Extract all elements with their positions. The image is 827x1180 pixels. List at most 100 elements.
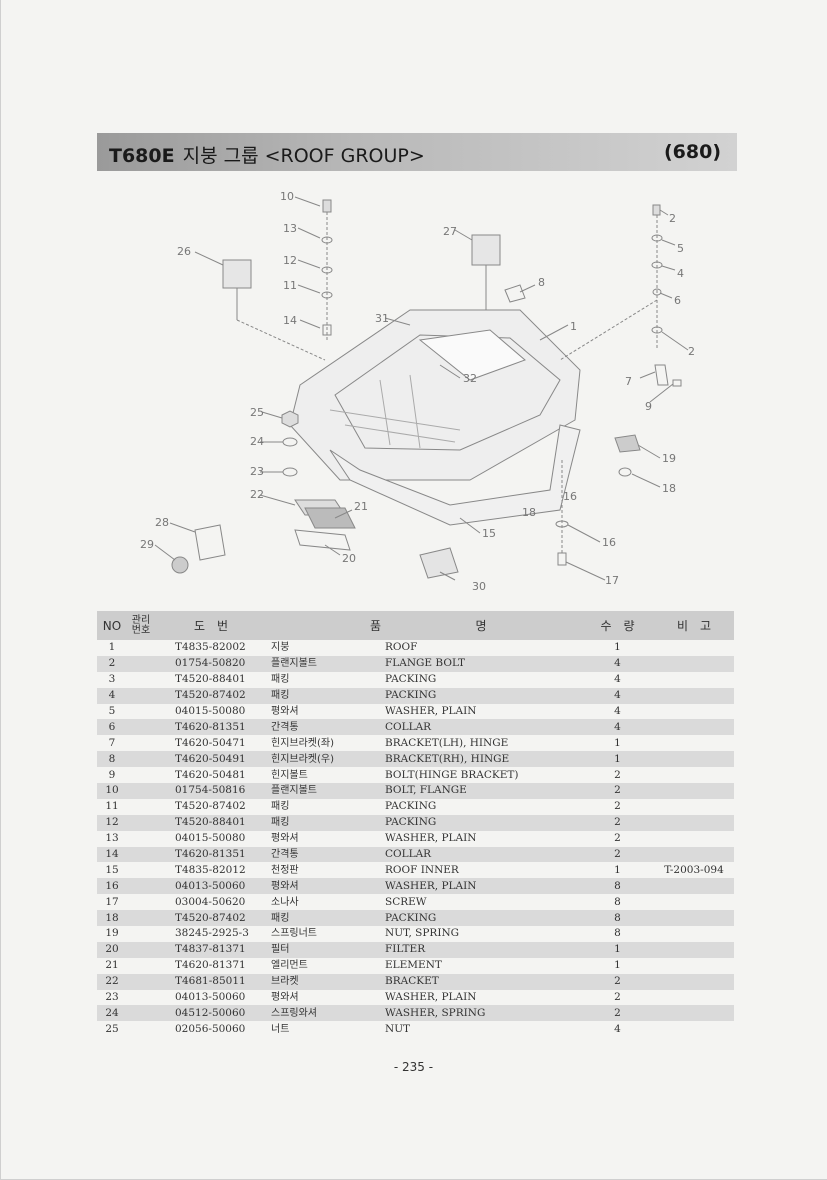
row-qty: 1 (581, 941, 654, 958)
row-mgmt-no (127, 990, 155, 1006)
row-mgmt-no (127, 751, 155, 768)
row-part-number: 03004-50620 (175, 895, 246, 908)
row-remark (654, 926, 734, 942)
packing-12 (321, 266, 333, 274)
row-name-en: WASHER, PLAIN (385, 705, 477, 717)
row-no: 25 (105, 1022, 119, 1035)
row-name-kr: 패킹 (267, 910, 381, 927)
callout-10: 10 (280, 190, 294, 203)
row-no: 8 (97, 751, 127, 768)
row-remark (654, 767, 734, 783)
row-qty: 4 (614, 1022, 621, 1035)
row-mgmt-no (127, 640, 155, 656)
row-qty: 1 (614, 959, 621, 972)
row-part-number: T4837-81371 (155, 941, 267, 958)
row-mgmt-no (127, 799, 155, 815)
row-no: 9 (108, 768, 116, 781)
row-part-number: 04013-50060 (175, 991, 246, 1004)
row-name-en: PACKING (381, 814, 581, 831)
col-qty: 수 량 (581, 611, 654, 640)
row-mgmt-no (127, 894, 155, 910)
col-name-kr: 품 (267, 611, 381, 640)
element-21 (304, 507, 356, 529)
packing-4 (651, 261, 663, 269)
row-name-en: PACKING (385, 800, 437, 813)
row-no: 7 (108, 736, 116, 749)
row-name-en: PACKING (381, 687, 581, 704)
row-name-kr: 패킹 (267, 814, 381, 831)
callout-31: 31 (375, 312, 389, 325)
row-no: 19 (105, 927, 119, 940)
row-name-en: NUT (385, 1022, 411, 1035)
row-name-kr: 간격통 (267, 719, 381, 736)
col-mgmt-line1: 관리 (131, 614, 151, 626)
row-part-number: T4620-50471 (175, 736, 246, 749)
row-name-en: COLLAR (381, 719, 581, 736)
callout-25: 25 (250, 406, 264, 419)
row-name-en: NUT, SPRING (385, 927, 460, 940)
row-name-kr: 스프링와셔 (267, 1005, 381, 1022)
row-no: 24 (97, 1005, 127, 1022)
row-name-en: SCREW (385, 895, 427, 908)
row-mgmt-no (127, 862, 155, 878)
row-mgmt-no (127, 719, 155, 736)
row-remark (654, 878, 734, 895)
row-no: 17 (105, 895, 119, 908)
hinge-bracket-7 (654, 364, 669, 386)
callout-18: 18 (662, 482, 676, 495)
collar-14 (322, 324, 332, 336)
callout-16b: 16 (563, 490, 577, 503)
callout-1: 1 (570, 320, 577, 333)
row-remark (654, 799, 734, 815)
row-remark (654, 814, 734, 831)
row-remark (654, 973, 734, 990)
row-qty: 1 (614, 641, 621, 654)
row-remark (654, 1021, 734, 1037)
washer-23 (282, 467, 298, 477)
callout-4: 4 (677, 267, 684, 280)
row-qty: 4 (614, 673, 621, 686)
row-no: 21 (105, 959, 119, 972)
row-part-number: 01754-50816 (155, 783, 267, 799)
row-qty: 2 (581, 783, 654, 799)
callout-8: 8 (538, 276, 545, 289)
row-qty: 2 (614, 800, 621, 813)
row-no: 14 (97, 846, 127, 863)
row-name-en: PACKING (385, 673, 437, 686)
packing-18 (618, 467, 632, 477)
callout-29: 29 (140, 538, 154, 551)
row-no: 13 (105, 832, 119, 845)
row-no: 22 (97, 973, 127, 990)
page-number: - 235 - (393, 1060, 434, 1074)
row-name-en: ROOF (385, 641, 418, 654)
callout-28: 28 (155, 516, 169, 529)
col-no: NO (97, 611, 127, 640)
row-part-number: T4620-50481 (175, 768, 246, 781)
row-name-kr: 소나사 (271, 896, 299, 908)
row-no: 4 (97, 687, 127, 704)
bracket-28 (194, 524, 226, 561)
lamp-26 (222, 259, 252, 289)
row-name-en: FILTER (381, 941, 581, 958)
roof-inner (329, 424, 581, 526)
roof-top-panel (334, 334, 561, 451)
row-qty: 2 (614, 768, 621, 781)
row-qty: 2 (614, 991, 621, 1004)
callout-22: 22 (250, 488, 264, 501)
row-remark (654, 687, 734, 704)
row-qty: 1 (614, 736, 621, 749)
part-30 (419, 547, 459, 579)
filter-20 (294, 529, 351, 551)
packing-11 (321, 291, 333, 299)
row-mgmt-no (127, 783, 155, 799)
callout-6: 6 (674, 294, 681, 307)
callout-17: 17 (605, 574, 619, 587)
row-qty: 8 (614, 895, 621, 908)
row-name-kr: 필터 (267, 941, 381, 958)
hinge-bracket-8 (504, 284, 526, 303)
row-remark (654, 655, 734, 672)
